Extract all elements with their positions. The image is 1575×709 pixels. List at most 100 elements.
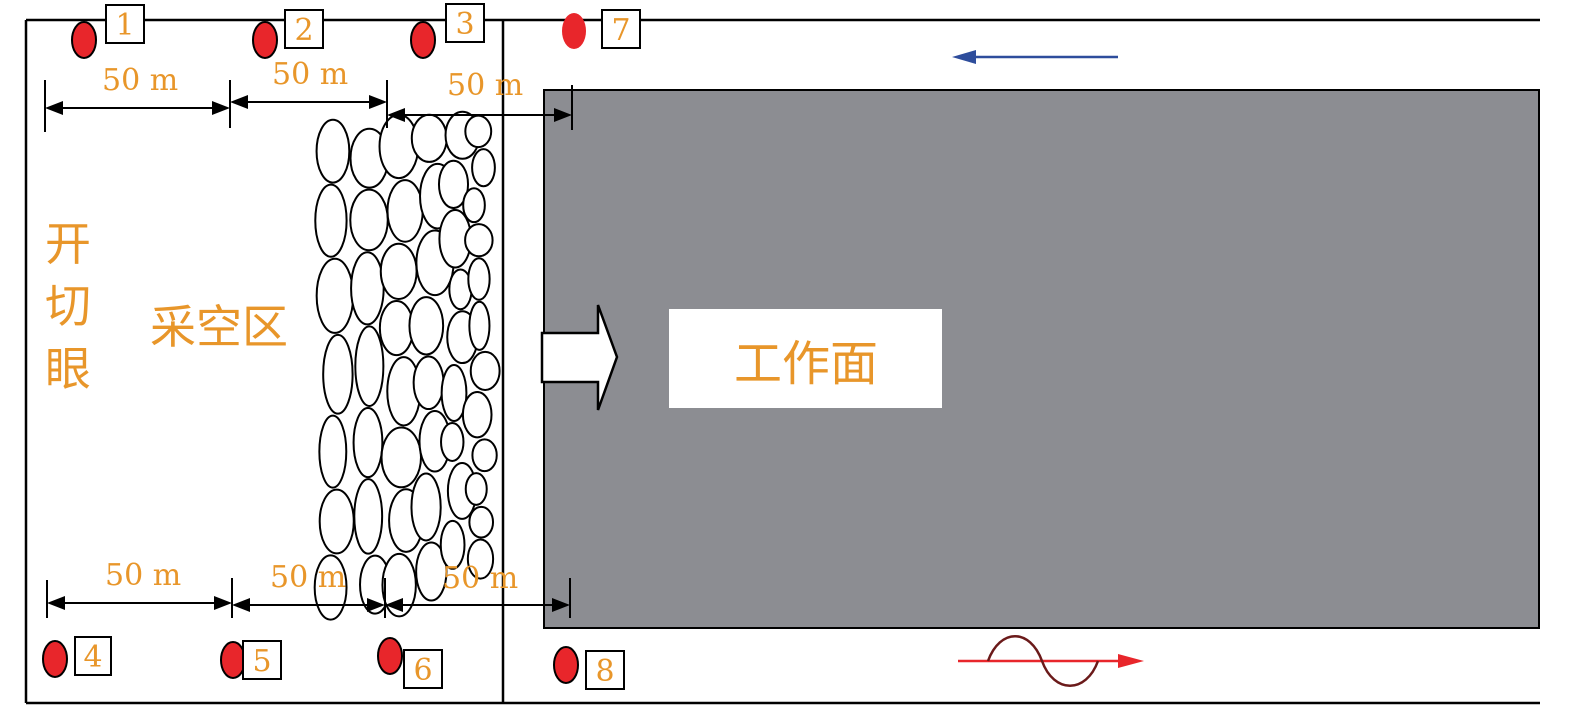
rock-fragment xyxy=(350,251,385,326)
dimension-arrowhead xyxy=(387,108,405,122)
sensor-2: 2 xyxy=(252,9,324,59)
left-arrow-icon xyxy=(952,50,1118,64)
rock-fragment xyxy=(467,257,491,301)
rock-fragment xyxy=(322,333,354,415)
rock-fragment xyxy=(437,159,470,209)
sensor-7: 7 xyxy=(562,9,641,49)
sensor-dot xyxy=(377,637,403,675)
dimension-arrowhead xyxy=(45,101,63,115)
sensor-4: 4 xyxy=(42,636,112,678)
distance-label-bottom-1: 50 m xyxy=(105,558,181,593)
sensor-number-box xyxy=(585,650,625,690)
caved-rock-rubble xyxy=(313,110,501,621)
distance-label-bottom-2: 50 m xyxy=(270,560,346,595)
rock-fragment xyxy=(352,406,384,479)
rock-fragment xyxy=(468,300,491,351)
rock-fragment xyxy=(466,538,495,580)
rock-fragment xyxy=(410,113,448,163)
sensor-dot xyxy=(252,21,278,59)
sensor-number: 8 xyxy=(595,654,614,689)
rock-fragment xyxy=(415,541,448,602)
dimension-arrowhead xyxy=(367,598,385,612)
sensor-8: 8 xyxy=(553,646,625,690)
rock-fragment xyxy=(469,350,501,391)
sensor-5: 5 xyxy=(220,640,282,680)
sensor-number-box xyxy=(74,636,112,676)
rock-fragment xyxy=(349,188,389,252)
rock-fragment xyxy=(313,554,348,621)
sensor-dot xyxy=(220,641,246,679)
goaf-label: 采空区 xyxy=(150,300,288,354)
rock-fragment xyxy=(315,118,351,184)
sensor-dot xyxy=(553,646,579,684)
sensor-dot xyxy=(410,21,436,59)
dimension-arrowhead xyxy=(554,108,572,122)
sensor-number: 2 xyxy=(294,13,313,48)
rock-fragment xyxy=(381,552,417,618)
working-face-label-box xyxy=(669,309,942,408)
sensor-number: 3 xyxy=(455,7,474,42)
cut-hole-label-char-3: 眼 xyxy=(45,342,91,396)
rock-fragment xyxy=(462,187,486,224)
cut-hole-label-char-1: 开 xyxy=(45,217,91,271)
sensor-number-box xyxy=(403,649,443,689)
rock-fragment xyxy=(471,148,496,188)
dimension-arrowhead xyxy=(552,598,570,612)
sensor-1: 1 xyxy=(71,4,145,59)
sensor-number: 1 xyxy=(115,8,134,43)
rock-fragment xyxy=(412,355,445,411)
sensor-dot xyxy=(71,21,97,59)
region-labels: 开 切 眼 采空区 xyxy=(45,217,288,396)
dimension-arrowhead xyxy=(214,596,232,610)
rock-fragment xyxy=(378,299,415,357)
rock-fragment xyxy=(380,426,422,489)
dimension-arrowhead xyxy=(47,596,65,610)
sensor-markers: 1 2 3 7 4 5 6 xyxy=(42,3,641,690)
rock-fragment xyxy=(379,242,418,300)
distance-label-top-1: 50 m xyxy=(102,63,178,98)
sensor-number: 7 xyxy=(611,13,630,48)
rock-fragment xyxy=(315,257,355,334)
rock-fragment xyxy=(386,179,424,243)
sensor-3: 3 xyxy=(410,3,485,59)
rock-fragment xyxy=(440,364,468,422)
dimension-arrowhead xyxy=(230,95,248,109)
sine-wave-arrow-icon xyxy=(958,635,1144,687)
sensor-number-box xyxy=(445,3,485,43)
distance-labels: 50 m 50 m 50 m 50 m 50 m 50 m xyxy=(102,57,523,596)
rock-fragment xyxy=(408,296,445,356)
rock-fragment xyxy=(318,414,348,489)
sensor-number: 6 xyxy=(413,653,432,688)
sensor-6: 6 xyxy=(377,637,443,689)
working-face-label: 工作面 xyxy=(734,336,878,392)
dimension-lines xyxy=(44,80,573,618)
rock-fragment xyxy=(353,478,384,555)
rock-fragment xyxy=(464,223,494,258)
sensor-number-box xyxy=(601,9,641,49)
sensor-number-box xyxy=(284,9,324,49)
rock-fragment xyxy=(468,505,495,539)
sensor-dot xyxy=(42,640,68,678)
dimension-arrowhead xyxy=(232,598,250,612)
dimension-arrows xyxy=(45,95,572,612)
rock-fragment xyxy=(318,488,355,555)
sensor-number: 4 xyxy=(83,640,102,675)
roadway-lines xyxy=(24,18,1540,705)
rock-fragment xyxy=(464,472,488,506)
dimension-arrowhead xyxy=(385,598,403,612)
rock-fragment xyxy=(410,472,442,542)
rock-fragment xyxy=(464,114,493,149)
rock-fragment xyxy=(439,519,466,570)
rock-fragment xyxy=(354,325,385,407)
distance-label-top-2: 50 m xyxy=(272,57,348,92)
distance-label-bottom-3: 50 m xyxy=(442,561,518,596)
dimension-arrowhead xyxy=(212,101,230,115)
sensor-number: 5 xyxy=(252,644,271,679)
sensor-dot xyxy=(562,13,586,49)
cut-hole-label-char-2: 切 xyxy=(45,279,91,333)
hollow-right-arrow-icon xyxy=(540,304,619,411)
dimension-arrowhead xyxy=(369,95,387,109)
sensor-number-box xyxy=(105,4,145,44)
rock-fragment xyxy=(440,421,465,462)
